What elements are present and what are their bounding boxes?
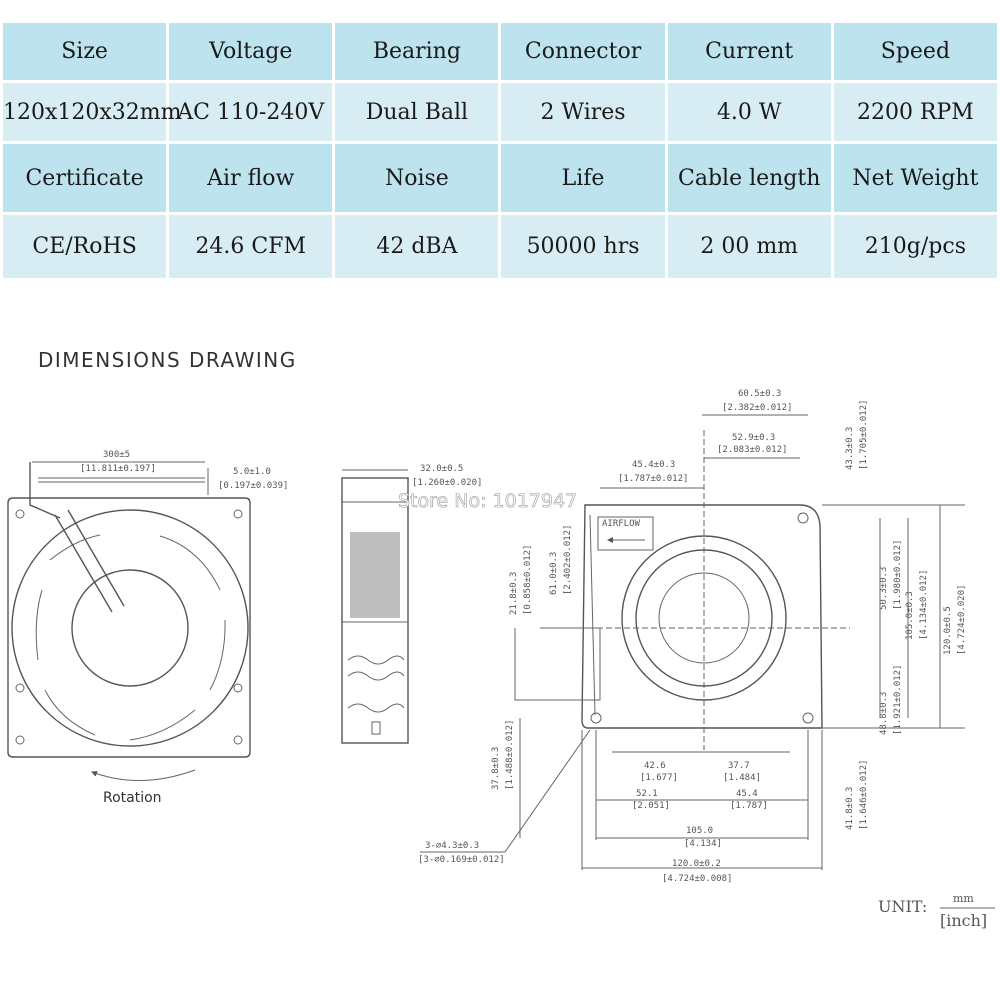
airflow-label: AIRFLOW <box>602 519 641 529</box>
dim-52-1: 52.1 <box>636 789 658 799</box>
dim-60-5: 60.5±0.3 <box>738 389 781 399</box>
spec-value-row-1: 120x120x32mm AC 110-240V Dual Ball 2 Wir… <box>0 80 1000 144</box>
spec-header-cell: Connector <box>498 20 668 83</box>
dim-105-v: 105.0±0.3 <box>905 591 915 640</box>
spec-header-row-1: Size Voltage Bearing Connector Current S… <box>0 20 1000 83</box>
dim-strip: 5.0±1.0 <box>233 467 271 477</box>
dim-120-v-inch: [4.724±0.020] <box>957 585 967 655</box>
spec-value-cell: 210g/pcs <box>830 212 1000 281</box>
dim-37-8: 37.8±0.3 <box>491 747 501 790</box>
spec-header-cell: Air flow <box>166 141 336 215</box>
dim-52-1-inch: [2.051] <box>632 801 670 811</box>
dim-52-9-inch: [2.083±0.012] <box>717 445 787 455</box>
unit-legend: UNIT: mm [inch] <box>878 892 995 930</box>
drawing-title: DIMENSIONS DRAWING <box>38 348 297 372</box>
dim-37-8-inch: [1.488±0.012] <box>505 720 515 790</box>
dim-depth-inch: [1.260±0.020] <box>412 478 482 488</box>
dim-cable-length: 300±5 <box>103 450 130 460</box>
dim-120-v: 120.0±0.5 <box>943 606 953 655</box>
spec-header-cell: Noise <box>332 141 502 215</box>
spec-header-cell: Cable length <box>664 141 834 215</box>
dim-105-v-inch: [4.134±0.012] <box>919 570 929 640</box>
spec-value-cell: 120x120x32mm <box>0 80 182 144</box>
unit-label: UNIT: <box>878 897 927 916</box>
spec-value-cell: AC 110-240V <box>166 80 336 144</box>
dim-37-7-inch: [1.484] <box>723 773 761 783</box>
dim-45-4: 45.4±0.3 <box>632 460 675 470</box>
dim-120-h: 120.0±0.2 <box>672 859 721 869</box>
unit-inch: [inch] <box>940 911 987 930</box>
spec-header-cell: Current <box>664 20 834 83</box>
spec-value-cell: Dual Ball <box>332 80 502 144</box>
spec-value-row-2: CE/RoHS 24.6 CFM 42 dBA 50000 hrs 2 00 m… <box>0 212 1000 281</box>
spec-value-cell: 24.6 CFM <box>166 212 336 281</box>
spec-header-cell: Certificate <box>0 141 170 215</box>
dim-depth: 32.0±0.5 <box>420 464 463 474</box>
dim-37-7: 37.7 <box>728 761 750 771</box>
unit-mm: mm <box>953 892 974 905</box>
spec-value-cell: 2200 RPM <box>830 80 1000 144</box>
dim-45-4-bottom: 45.4 <box>736 789 758 799</box>
dim-41-8: 41.8±0.3 <box>845 787 855 830</box>
dim-42-6: 42.6 <box>644 761 666 771</box>
dim-holes-inch: [3-⌀0.169±0.012] <box>418 855 505 865</box>
spec-value-cell: 42 dBA <box>332 212 502 281</box>
front-view: 300±5 [11.811±0.197] 5.0±1.0 [0.197±0.03… <box>7 450 288 806</box>
dim-cable-length-inch: [11.811±0.197] <box>80 464 156 474</box>
dim-105-h-inch: [4.134] <box>684 839 722 849</box>
spec-header-cell: Speed <box>830 20 1000 83</box>
dim-holes: 3-⌀4.3±0.3 <box>425 841 479 851</box>
spec-value-cell: 4.0 W <box>664 80 834 144</box>
dim-48-8: 48.8±0.3 <box>879 692 889 735</box>
dim-61-0-inch: [2.402±0.012] <box>563 525 573 595</box>
dim-61-0: 61.0±0.3 <box>549 552 559 595</box>
store-watermark: Store No: 1017947 <box>398 490 577 512</box>
dim-43-3: 43.3±0.3 <box>845 427 855 470</box>
spec-header-row-2: Certificate Air flow Noise Life Cable le… <box>0 141 1000 215</box>
dim-45-4-inch: [1.787±0.012] <box>618 474 688 484</box>
side-view: 32.0±0.5 [1.260±0.020] <box>341 464 482 744</box>
dim-41-8-inch: [1.646±0.012] <box>859 760 869 830</box>
spec-value-cell: 50000 hrs <box>498 212 668 281</box>
dim-45-4-bottom-inch: [1.787] <box>730 801 768 811</box>
dim-43-3-inch: [1.705±0.012] <box>859 400 869 470</box>
dim-50-3-inch: [1.980±0.012] <box>893 540 903 610</box>
spec-header-cell: Net Weight <box>830 141 1000 215</box>
dim-120-h-inch: [4.724±0.008] <box>662 874 732 884</box>
spec-table: Size Voltage Bearing Connector Current S… <box>0 20 1000 281</box>
rotation-label: Rotation <box>103 790 162 806</box>
dim-105-h: 105.0 <box>686 826 713 836</box>
spec-header-cell: Life <box>498 141 668 215</box>
spec-header-cell: Voltage <box>166 20 336 83</box>
spec-value-cell: 2 Wires <box>498 80 668 144</box>
spec-value-cell: 2 00 mm <box>664 212 834 281</box>
spec-header-cell: Size <box>0 20 170 83</box>
blower-view: AIRFLOW 60.5±0.3 [2.382±0.012] 52.9±0.3 … <box>418 389 967 884</box>
spec-value-cell: CE/RoHS <box>0 212 170 281</box>
dim-strip-inch: [0.197±0.039] <box>218 481 288 491</box>
dim-60-5-inch: [2.382±0.012] <box>722 403 792 413</box>
dim-48-8-inch: [1.921±0.012] <box>893 665 903 735</box>
dim-21-8-inch: [0.858±0.012] <box>523 545 533 615</box>
dim-21-8: 21.8±0.3 <box>509 572 519 615</box>
dim-42-6-inch: [1.677] <box>640 773 678 783</box>
dim-50-3: 50.3±0.3 <box>879 567 889 610</box>
spec-header-cell: Bearing <box>332 20 502 83</box>
dim-52-9: 52.9±0.3 <box>732 433 775 443</box>
